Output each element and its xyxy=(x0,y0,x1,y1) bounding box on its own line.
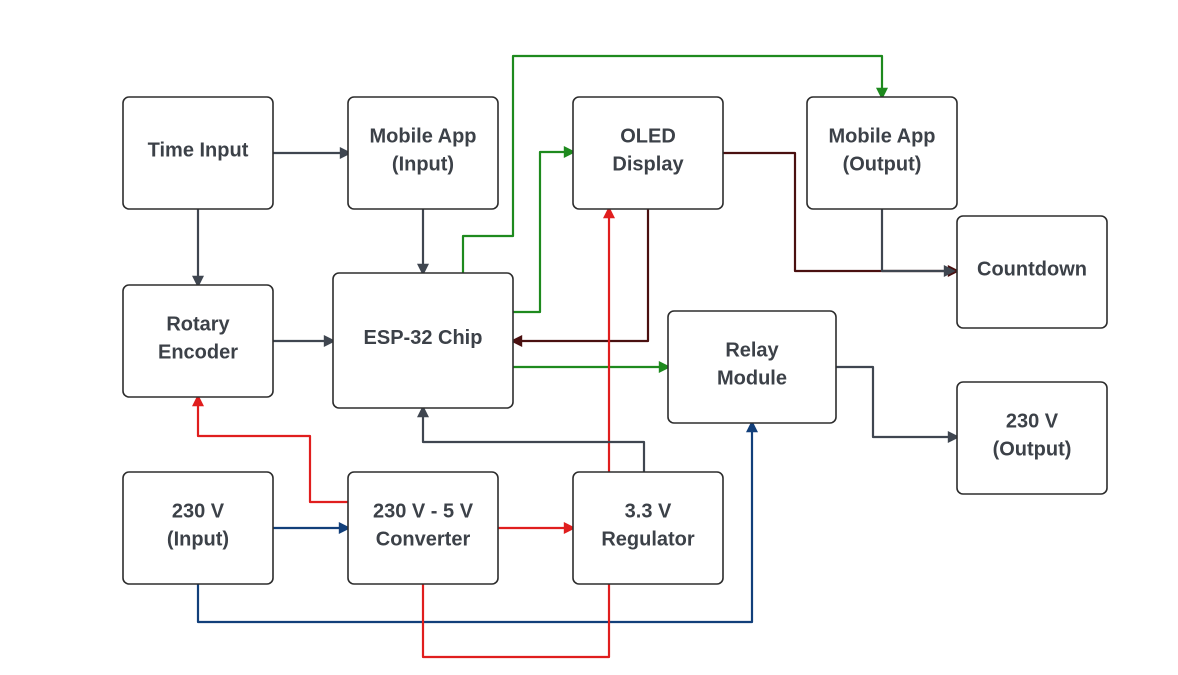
block-label-line: (Output) xyxy=(993,438,1072,460)
block-label-line: ESP-32 Chip xyxy=(364,327,483,349)
block-label-line: Encoder xyxy=(158,341,238,363)
block-label-line: 230 V - 5 V xyxy=(373,500,474,522)
connector-oled-display-to-countdown xyxy=(723,151,960,277)
block-label-line: Display xyxy=(612,153,684,175)
connector-oled-display-to-esp32-chip xyxy=(510,209,650,347)
block-box xyxy=(347,96,499,210)
block-label-line: Mobile App xyxy=(828,125,935,147)
block-mobile-app-output: Mobile App (Output) xyxy=(806,96,958,210)
block-box xyxy=(347,471,499,585)
block-label-line: Rotary xyxy=(166,313,230,335)
block-box xyxy=(122,96,274,210)
block-label-line: (Input) xyxy=(167,528,229,550)
block-label-line: Time Input xyxy=(148,139,249,161)
block-label-line: Converter xyxy=(376,528,471,550)
block-label-line: Regulator xyxy=(601,528,695,550)
block-label-line: 230 V xyxy=(172,500,225,522)
block-label-line: Mobile App xyxy=(369,125,476,147)
block-input-230v: 230 V (Input) xyxy=(122,471,274,585)
block-oled-display: OLED Display xyxy=(572,96,724,210)
connector-converter-to-rotary-encoder xyxy=(192,394,348,504)
block-mobile-app-input: Mobile App (Input) xyxy=(347,96,499,210)
block-time-input: Time Input xyxy=(122,96,274,210)
block-label-line: Relay xyxy=(725,339,779,361)
connector-esp32-chip-to-mobile-app-output xyxy=(461,54,888,273)
block-label-line: OLED xyxy=(620,125,676,147)
connector-regulator-to-esp32-chip xyxy=(417,405,646,472)
block-box xyxy=(122,471,274,585)
block-converter: 230 V - 5 V Converter xyxy=(347,471,499,585)
connector-converter-to-regulator xyxy=(421,584,611,659)
block-esp32-chip: ESP-32 Chip xyxy=(332,272,514,409)
block-label-line: Countdown xyxy=(977,258,1087,280)
block-box xyxy=(806,96,958,210)
block-box xyxy=(572,96,724,210)
block-label-line: Module xyxy=(717,367,787,389)
connector-input-230v-to-relay-module xyxy=(196,420,758,624)
block-regulator: 3.3 V Regulator xyxy=(572,471,724,585)
block-box xyxy=(332,272,514,409)
block-label-line: 230 V xyxy=(1006,410,1059,432)
block-label-line: 3.3 V xyxy=(625,500,672,522)
connector-esp32-chip-to-oled-display xyxy=(513,146,576,314)
block-countdown: Countdown xyxy=(956,215,1108,329)
block-output-230v: 230 V (Output) xyxy=(956,381,1108,495)
block-label-line: (Output) xyxy=(843,153,922,175)
block-box xyxy=(572,471,724,585)
block-box xyxy=(667,310,837,424)
block-box xyxy=(956,215,1108,329)
block-label-line: (Input) xyxy=(392,153,454,175)
connector-mobile-app-output-to-countdown xyxy=(880,209,956,277)
connections-layer xyxy=(192,54,960,659)
connector-relay-module-to-output-230v xyxy=(836,365,960,443)
block-box xyxy=(956,381,1108,495)
block-box xyxy=(122,284,274,398)
